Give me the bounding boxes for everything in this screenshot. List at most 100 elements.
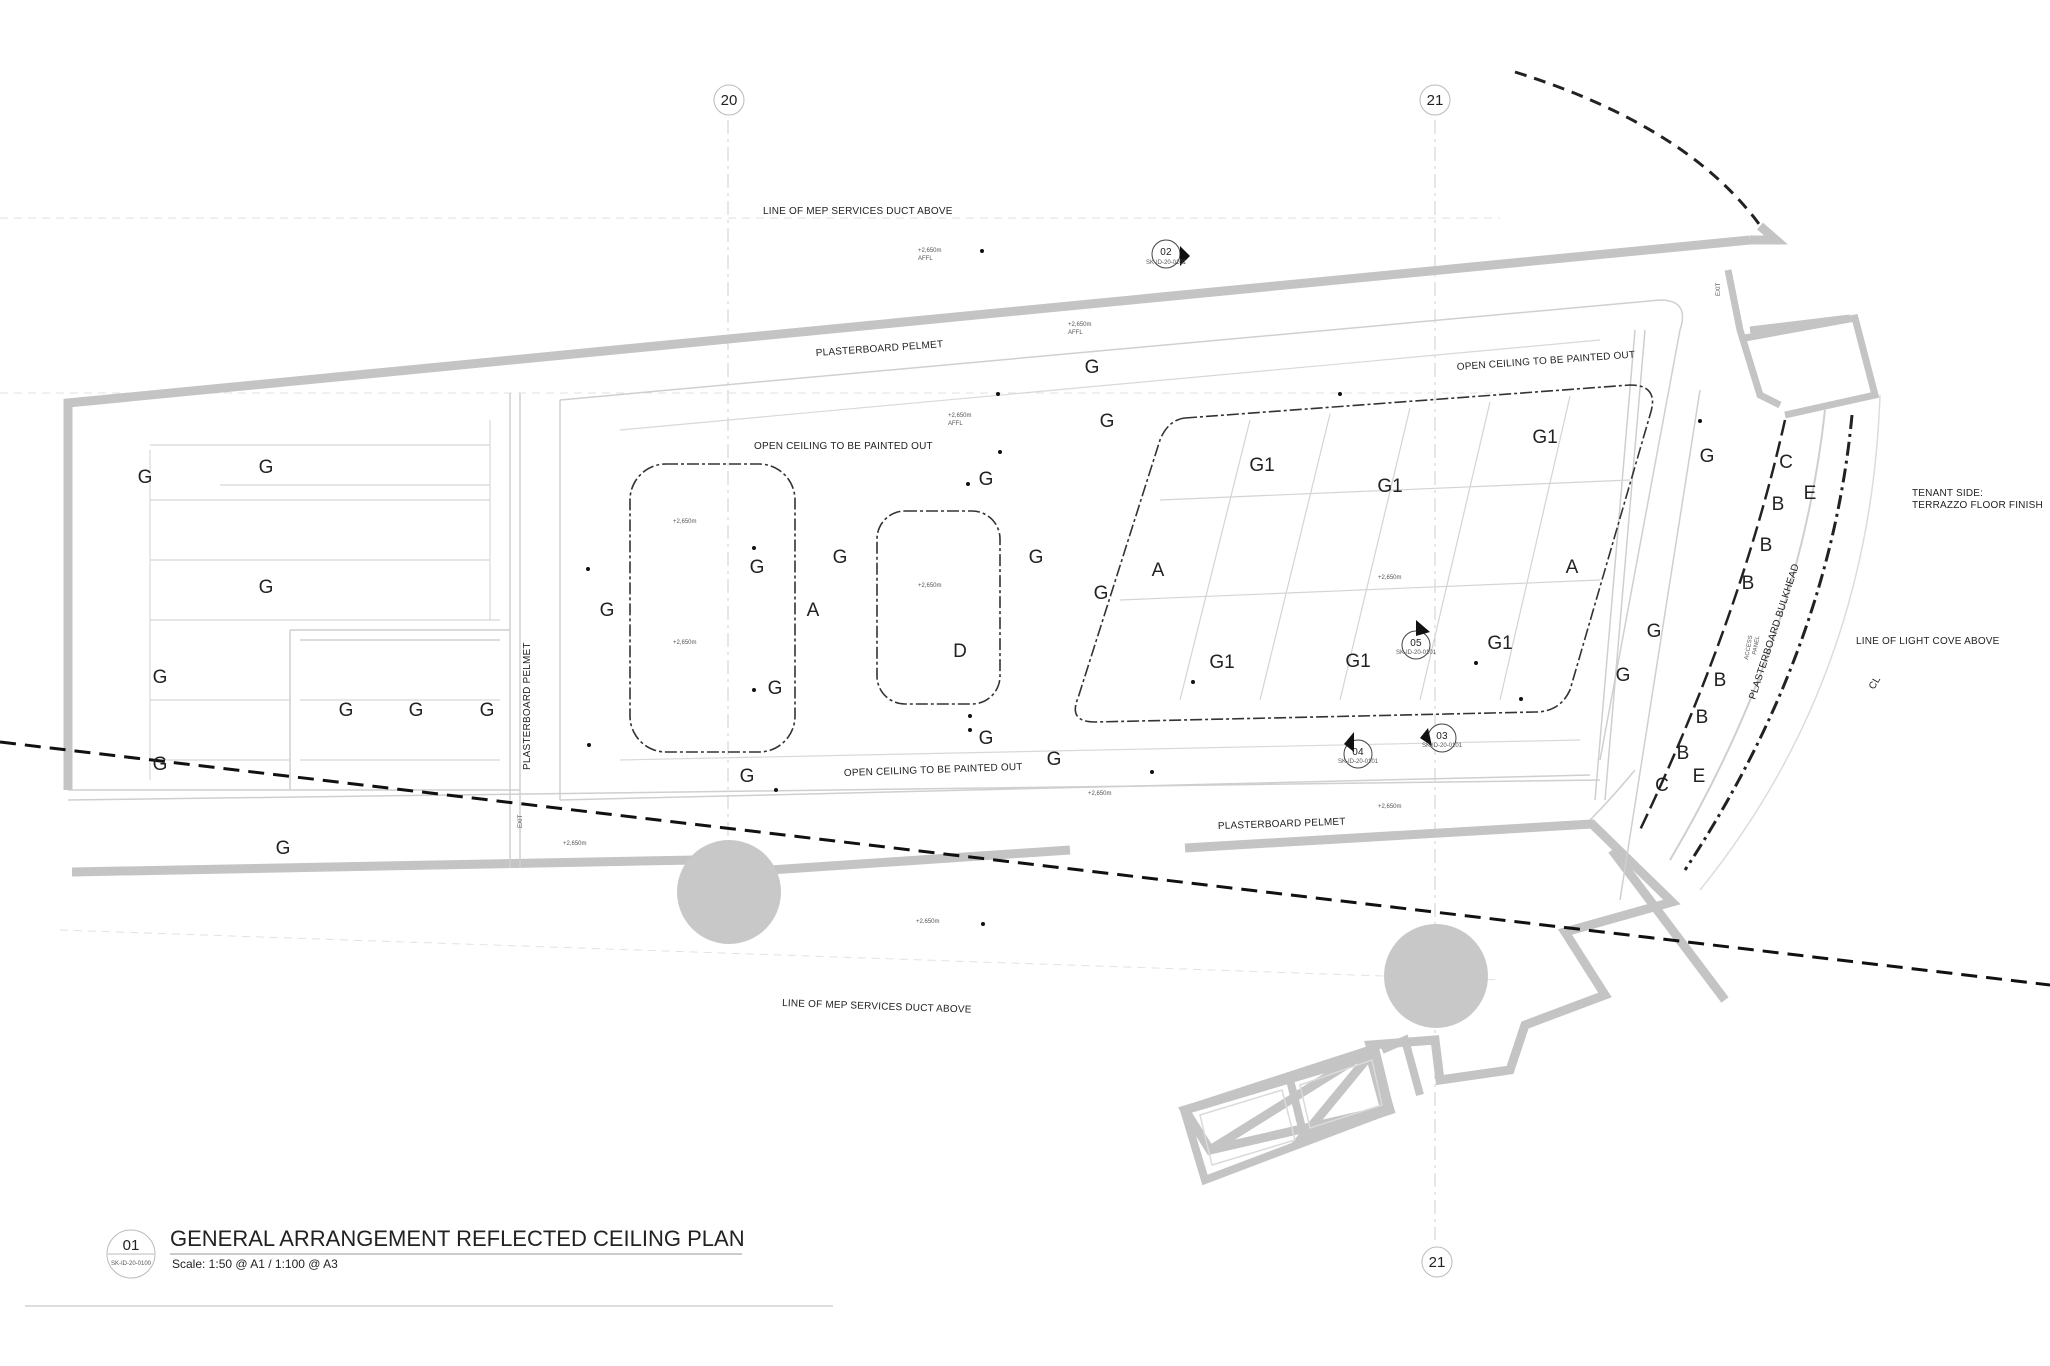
- section-ref: SK-ID-20-0101: [1338, 759, 1379, 765]
- note-pelmet-top: PLASTERBOARD PELMET: [815, 339, 943, 359]
- drawing-scale: Scale: 1:50 @ A1 / 1:100 @ A3: [172, 1257, 338, 1271]
- tag-g: G: [409, 700, 424, 721]
- tag-g: G: [1085, 357, 1100, 378]
- grid-label: 20: [721, 92, 738, 109]
- tag-g: G: [138, 467, 153, 488]
- tag-g: G: [979, 728, 994, 749]
- afl-label: AFFL: [918, 256, 933, 262]
- tag-g: G: [276, 838, 291, 859]
- structural-column: [1384, 924, 1488, 1028]
- light-fittings-lines: [149, 339, 1601, 780]
- note-pelmet-bottom: PLASTERBOARD PELMET: [1218, 817, 1346, 832]
- walls-right-wing: [1724, 269, 1880, 419]
- bulkhead-edge: [1669, 409, 1826, 861]
- note-tenant-side: TENANT SIDE:: [1912, 488, 1983, 499]
- tag-g: G: [768, 678, 783, 699]
- tag-a: A: [1152, 560, 1165, 581]
- tag-g: G: [600, 600, 615, 621]
- afl-label: AFFL: [948, 421, 963, 427]
- level-labels: +2,650m +2,650m +2,650m +2,650m +2,650m …: [563, 248, 1402, 925]
- note-cl: CL: [1867, 674, 1883, 691]
- interior-partitions: [67, 299, 1701, 901]
- note-open-ceiling: OPEN CEILING TO BE PAINTED OUT: [1456, 350, 1635, 373]
- tag-b: B: [1772, 494, 1785, 515]
- note-mep-top: LINE OF MEP SERVICES DUCT ABOVE: [763, 206, 953, 217]
- tag-g: G: [833, 547, 848, 568]
- note-bulkhead: PLASTERBOARD BULKHEAD: [1747, 562, 1801, 700]
- grid-label: 21: [1429, 1254, 1446, 1271]
- tag-g: G: [979, 469, 994, 490]
- fixture-dots: [586, 249, 1702, 926]
- drawing-ref: SK-ID-20-0100: [111, 1261, 152, 1267]
- title-block: 01 SK-ID-20-0100 GENERAL ARRANGEMENT REF…: [25, 1226, 833, 1307]
- tag-c: C: [1655, 775, 1669, 796]
- tag-g1: G1: [1377, 476, 1402, 497]
- ceiling-bay-large: [1074, 384, 1654, 723]
- tag-a: A: [1566, 557, 1579, 578]
- section-number: 05: [1410, 638, 1422, 649]
- section-number: 03: [1436, 731, 1448, 742]
- level-label: +2,650m: [1378, 804, 1402, 810]
- note-exit: EXIT: [518, 814, 524, 828]
- boundary-dashed-line: [0, 740, 2050, 987]
- grid-bubble-21-bottom: 21: [1421, 1246, 1453, 1278]
- afl-label: AFFL: [1068, 330, 1083, 336]
- tag-g: G: [1100, 411, 1115, 432]
- tag-g: G: [339, 700, 354, 721]
- ceiling-bay-center: [876, 510, 1001, 705]
- grid-label: 21: [1427, 92, 1444, 109]
- tag-g1: G1: [1209, 652, 1234, 673]
- tag-b: B: [1677, 743, 1690, 764]
- tag-g1: G1: [1249, 455, 1274, 476]
- level-label: +2,650m: [918, 248, 942, 254]
- bottom-wing: [1179, 1034, 1424, 1186]
- tag-g: G: [259, 457, 274, 478]
- tag-g1: G1: [1345, 651, 1370, 672]
- tag-d: D: [953, 641, 967, 662]
- tag-a: A: [807, 600, 820, 621]
- section-ref: SK-ID-20-0101: [1396, 650, 1437, 656]
- note-light-cove: LINE OF LIGHT COVE ABOVE: [1856, 636, 2000, 647]
- level-label: +2,650m: [673, 519, 697, 525]
- guide-lines: [0, 217, 1501, 981]
- drawing-title: GENERAL ARRANGEMENT REFLECTED CEILING PL…: [170, 1226, 745, 1251]
- tag-e: E: [1693, 766, 1706, 787]
- note-open-ceiling: OPEN CEILING TO BE PAINTED OUT: [844, 762, 1023, 779]
- tag-g: G: [259, 577, 274, 598]
- tag-g: G: [1047, 749, 1062, 770]
- level-label: +2,650m: [918, 583, 942, 589]
- section-marker-03: 03 SK-ID-20-0101: [1420, 723, 1463, 753]
- section-marker-04: 04 SK-ID-20-0101: [1338, 732, 1379, 769]
- tag-g: G: [153, 754, 168, 775]
- note-pelmet-vertical: PLASTERBOARD PELMET: [522, 642, 533, 770]
- tag-e: E: [1804, 483, 1817, 504]
- tag-b: B: [1742, 573, 1755, 594]
- level-label: +2,650m: [1068, 322, 1092, 328]
- section-number: 04: [1352, 747, 1364, 758]
- grid-bubble-20-top: 20: [713, 84, 745, 116]
- note-exit: EXIT: [1716, 282, 1722, 296]
- level-label: +2,650m: [916, 919, 940, 925]
- level-label: +2,650m: [948, 413, 972, 419]
- tag-b: B: [1696, 707, 1709, 728]
- tag-g1: G1: [1487, 633, 1512, 654]
- level-label: +2,650m: [1378, 575, 1402, 581]
- tag-g: G: [750, 557, 765, 578]
- bottom-wing-inner: [1199, 1059, 1383, 1166]
- bay-hatching: [1119, 395, 1631, 701]
- tag-g: G: [1700, 446, 1715, 467]
- section-number: 02: [1160, 247, 1172, 258]
- bulkhead-edge-outer: [1699, 394, 1881, 891]
- bulkhead-dashed-line: [1683, 414, 1854, 871]
- note-open-ceiling: OPEN CEILING TO BE PAINTED OUT: [754, 441, 933, 452]
- tag-g: G: [480, 700, 495, 721]
- section-ref: SK-ID-20-0101: [1422, 743, 1463, 749]
- tag-c: C: [1779, 452, 1793, 473]
- tag-g: G: [153, 667, 168, 688]
- grid-lines: [727, 120, 1436, 1240]
- ceiling-bay-left: [629, 463, 796, 753]
- tag-g: G: [740, 766, 755, 787]
- level-label: +2,650m: [673, 640, 697, 646]
- tag-b: B: [1760, 535, 1773, 556]
